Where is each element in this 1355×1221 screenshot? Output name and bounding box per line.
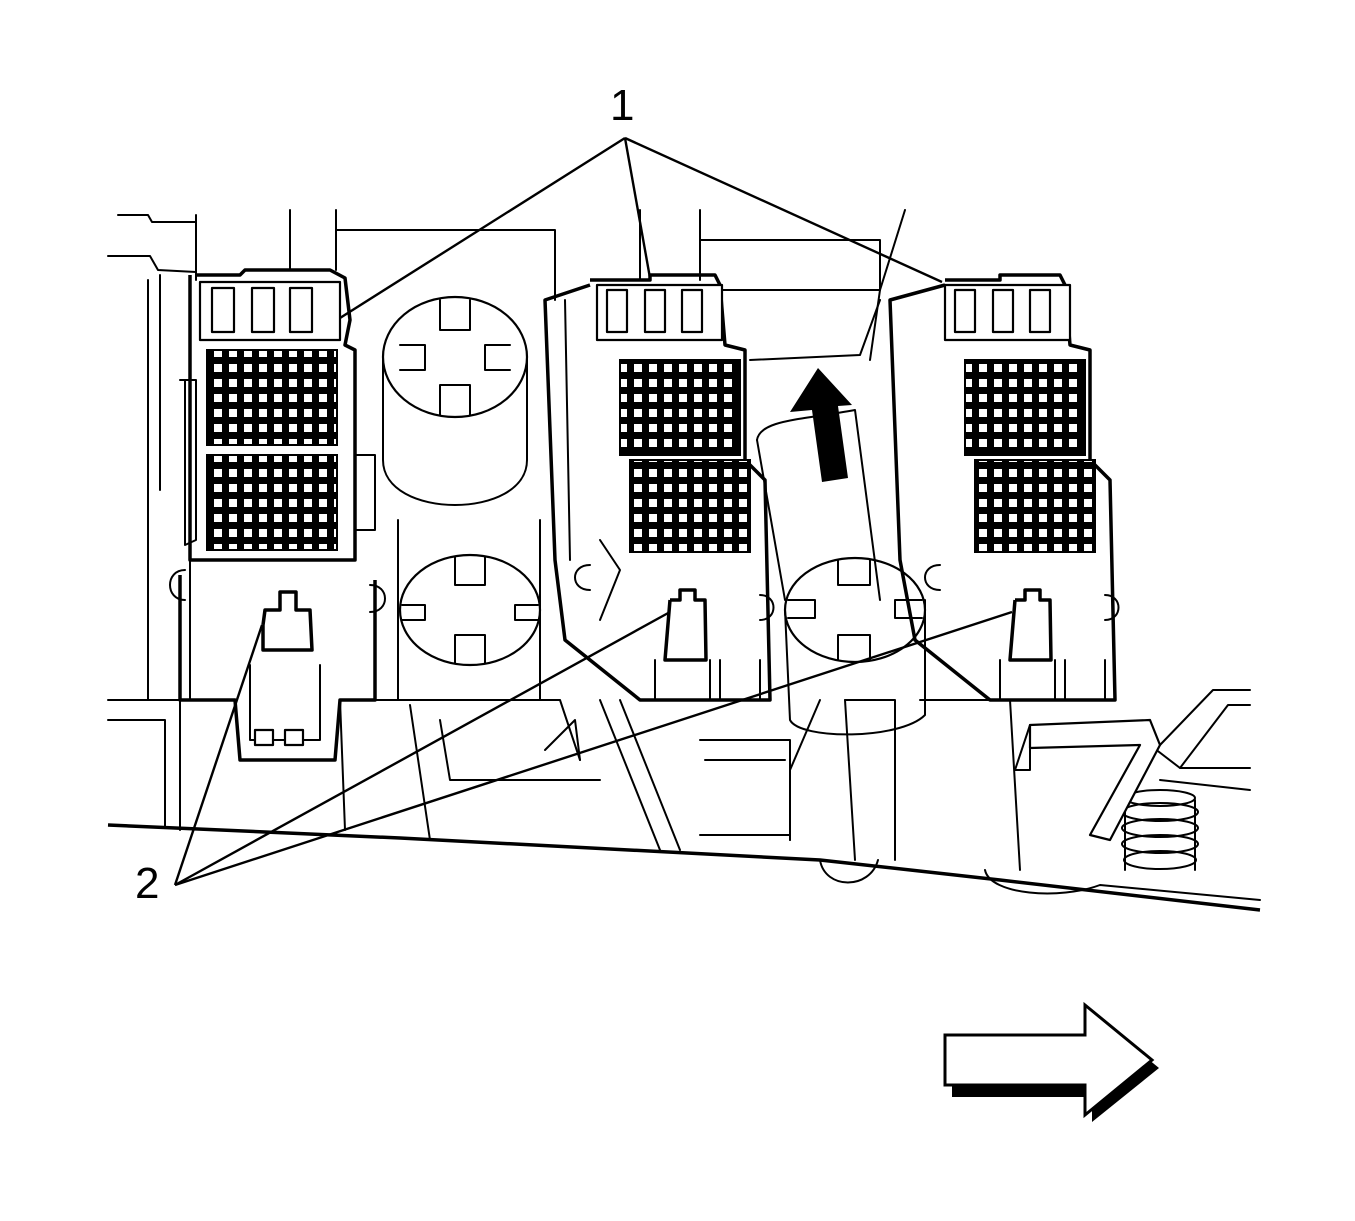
callout-2-leaders xyxy=(173,610,1013,887)
connector-left xyxy=(169,268,386,762)
housing xyxy=(107,209,1261,912)
callout-2-label: 2 xyxy=(135,859,159,908)
callout-1-label: 1 xyxy=(610,81,634,130)
view-direction-arrow-icon xyxy=(943,1001,1159,1122)
round-bosses xyxy=(381,295,927,736)
up-arrow-icon xyxy=(790,368,852,482)
callout-1-leaders xyxy=(339,136,943,320)
spring xyxy=(1121,789,1199,871)
connector-right xyxy=(888,273,1162,842)
connector-middle xyxy=(543,273,775,702)
